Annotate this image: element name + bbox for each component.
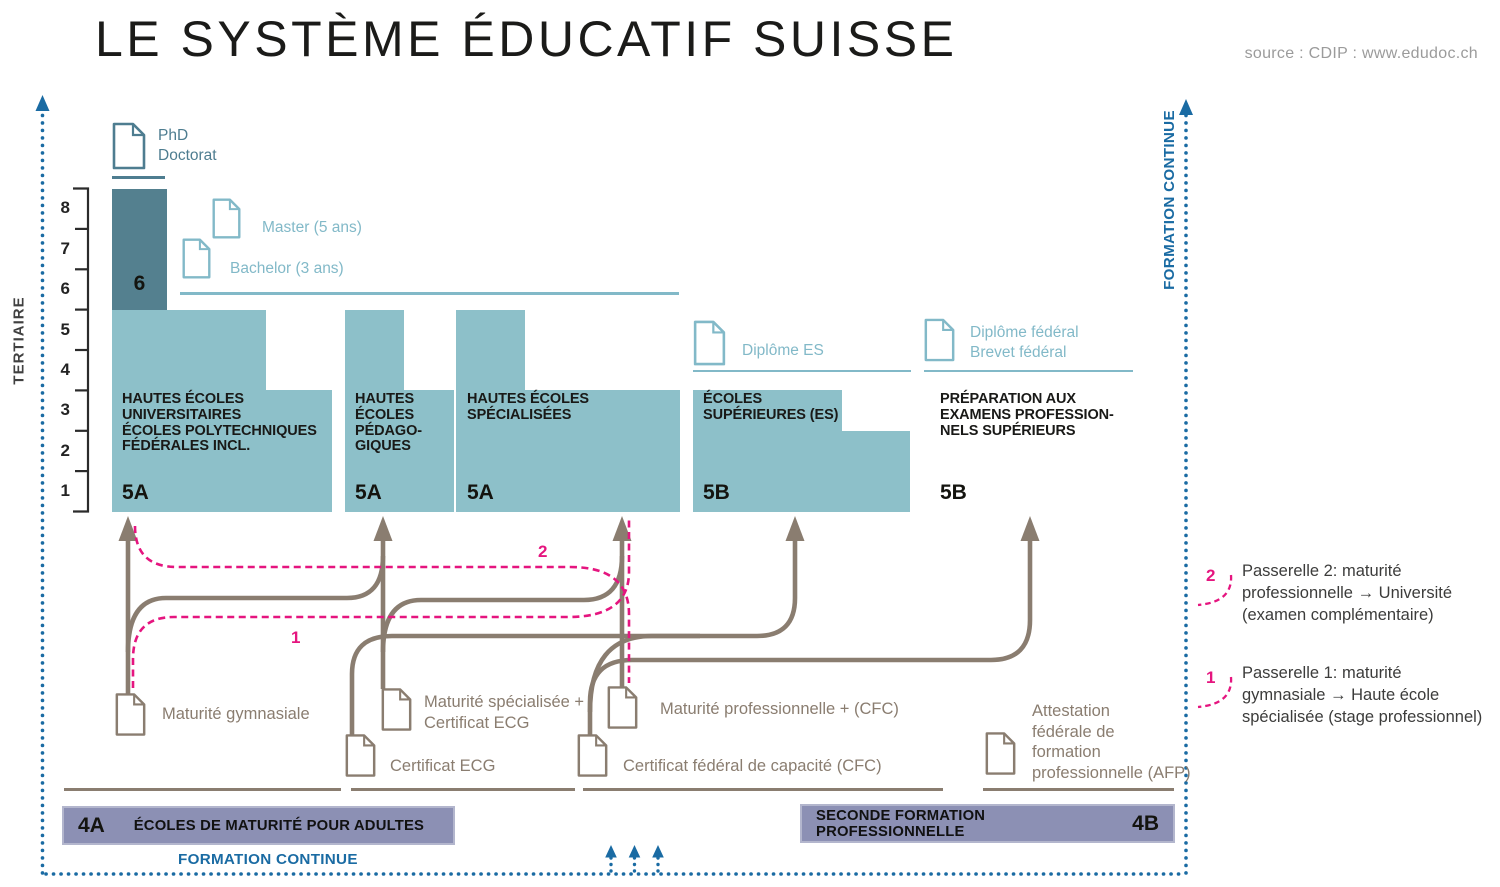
box-ecoles-superieures	[693, 390, 842, 512]
maturite-professionnelle-label: Maturité professionnelle + (CFC)	[660, 700, 899, 718]
diplome-federal-document-icon	[924, 318, 955, 362]
formation-continue-right-label: FORMATION CONTINUE	[1161, 110, 1178, 290]
heu-name: HAUTES ÉCOLES UNIVERSITAIRES ÉCOLES POLY…	[122, 391, 317, 455]
diplome-es-underline	[693, 369, 911, 372]
axis-level-3: 3	[60, 400, 70, 419]
legend-passerelle-2-number: 2	[1206, 566, 1216, 585]
diplome-es-label: Diplôme ES	[742, 342, 824, 359]
cfc-label: Certificat fédéral de capacité (CFC)	[623, 757, 882, 775]
axis-level-2: 2	[60, 441, 70, 460]
formation-continue-bottom-label: FORMATION CONTINUE	[178, 851, 358, 868]
box-doctorat-level	[112, 188, 167, 310]
separator-afp	[983, 788, 1174, 791]
bar-seconde-formation: SECONDE FORMATION PROFESSIONNELLE 4B	[800, 804, 1175, 843]
box-ecoles-superieures-step	[842, 430, 910, 512]
heu-code: 5A	[122, 481, 149, 504]
diplome-es-document-icon	[693, 320, 726, 366]
axis-level-1: 1	[60, 481, 70, 500]
prep-code: 5B	[940, 481, 967, 504]
prep-name: PRÉPARATION AUX EXAMENS PROFESSION- NELS…	[940, 391, 1114, 439]
axis-level-6: 6	[60, 279, 70, 298]
bachelor-document-icon	[182, 238, 211, 279]
hep-name: HAUTES ÉCOLES PÉDAGO- GIQUES	[355, 391, 422, 455]
source-credit: source : CDIP : www.edudoc.ch	[1244, 45, 1478, 62]
doctorat-level-code: 6	[133, 272, 146, 295]
passerelle-2-line-number: 2	[538, 542, 548, 561]
page-title: LE SYSTÈME ÉDUCATIF SUISSE	[95, 11, 958, 67]
separator-certificat-ecg	[351, 788, 575, 791]
legend-passerelle-2-text: Passerelle 2: maturité professionnelle →…	[1242, 562, 1453, 624]
phd-underline	[112, 176, 165, 179]
hes-name: HAUTES ÉCOLES SPÉCIALISÉES	[467, 391, 589, 423]
maturite-specialisee-document-icon	[381, 687, 412, 732]
bar-4b-label: SECONDE FORMATION PROFESSIONNELLE	[816, 807, 986, 840]
box-hautes-ecoles-universitaires	[112, 309, 266, 512]
box-hautes-ecoles-pedagogiques-step	[404, 390, 454, 512]
maturite-gymnasiale-label: Maturité gymnasiale	[162, 705, 310, 723]
diplome-federal-label: Diplôme fédéral Brevet fédéral	[970, 324, 1079, 361]
box-hautes-ecoles-universitaires-step	[266, 390, 332, 512]
axis-level-4: 4	[60, 360, 70, 379]
promotion-arrowheads	[118, 516, 1040, 541]
afp-document-icon	[985, 731, 1016, 776]
master-document-icon	[212, 198, 241, 239]
bachelor-underline	[180, 292, 679, 295]
axis-level-8: 8	[60, 198, 70, 217]
bar-4b-code: 4B	[1132, 811, 1159, 835]
separator-cfc	[583, 788, 943, 791]
hep-code: 5A	[355, 481, 382, 504]
afp-label: Attestation fédérale de formation profes…	[1032, 702, 1191, 782]
diplome-federal-underline	[924, 369, 1133, 372]
passerelle-1-line-number: 1	[291, 628, 301, 647]
maturite-specialisee-label: Maturité spécialisée + Certificat ECG	[424, 693, 585, 732]
bar-ecoles-maturite-adultes: 4A ÉCOLES DE MATURITÉ POUR ADULTES	[62, 806, 455, 845]
box-hautes-ecoles-specialisees-step	[525, 390, 680, 512]
phd-document-icon	[112, 122, 146, 170]
box-hautes-ecoles-pedagogiques	[345, 309, 404, 512]
bar-4a-code: 4A	[78, 813, 105, 837]
certificat-ecg-label: Certificat ECG	[390, 757, 496, 775]
axis-level-7: 7	[60, 239, 70, 258]
certificat-ecg-document-icon	[345, 733, 376, 778]
es-code: 5B	[703, 481, 730, 504]
tertiaire-axis-label: TERTIAIRE	[10, 296, 28, 385]
phd-doctorat-label: PhD Doctorat	[158, 127, 217, 164]
master-label: Master (5 ans)	[262, 219, 362, 236]
separator-maturite-gymnasiale	[64, 788, 341, 791]
hes-code: 5A	[467, 481, 494, 504]
legend-passerelle-1-number: 1	[1206, 668, 1216, 687]
passerelle-lines	[131, 520, 1233, 709]
cfc-document-icon	[577, 733, 608, 778]
es-name: ÉCOLES SUPÉRIEURES (ES)	[703, 391, 839, 423]
bachelor-label: Bachelor (3 ans)	[230, 260, 344, 277]
axis-level-5: 5	[60, 320, 70, 339]
bar-4a-label: ÉCOLES DE MATURITÉ POUR ADULTES	[133, 817, 425, 834]
tertiaire-axis	[73, 187, 90, 513]
maturite-professionnelle-document-icon	[607, 685, 638, 730]
box-hautes-ecoles-specialisees	[456, 309, 525, 512]
legend-passerelle-1-text: Passerelle 1: maturité gymnasiale → Haut…	[1242, 664, 1483, 726]
maturite-gymnasiale-document-icon	[115, 692, 146, 737]
